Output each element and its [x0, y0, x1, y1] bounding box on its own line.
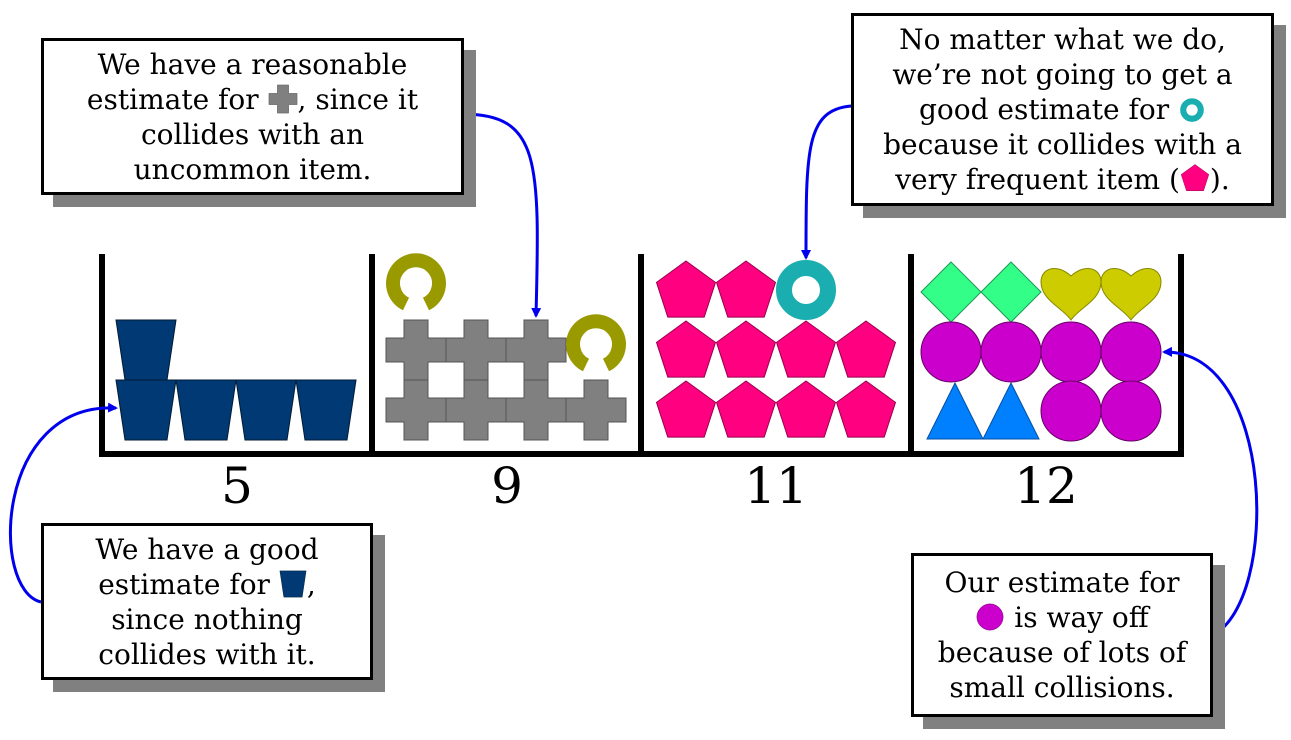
blue-triangle-icon	[926, 382, 984, 440]
pink-pentagon-icon	[836, 320, 896, 378]
callout-box: We have a reasonable estimate for , sinc…	[41, 38, 464, 195]
pink-pentagon-icon	[656, 380, 716, 438]
pink-pentagon-icon	[656, 260, 716, 318]
navy-cup-icon	[115, 379, 177, 441]
gray-cross-icon	[385, 319, 447, 381]
pink-pentagon-icon	[776, 380, 836, 438]
purple-circle-icon	[1040, 380, 1102, 442]
callout-text: good estimate for	[918, 93, 1179, 126]
navy-cup-icon	[235, 379, 297, 441]
arrow-to-navy-cup	[9, 402, 118, 604]
olive-c-icon	[386, 253, 446, 311]
arrow-to-teal-ring	[801, 104, 852, 260]
bucket-count-4: 12	[1014, 457, 1078, 515]
callout-line: very frequent item ().	[883, 162, 1242, 197]
callout-line: We have a good	[95, 532, 319, 566]
pink-pentagon-icon	[716, 380, 776, 438]
navy-cup-icon	[115, 319, 177, 381]
teal-ring-icon	[776, 260, 836, 320]
olive-c-icon	[566, 314, 626, 372]
callout-text: , since it	[297, 82, 419, 116]
callout-text: ).	[1209, 163, 1230, 196]
callout-line: We have a reasonable	[97, 47, 408, 81]
gray-cross-icon	[445, 319, 507, 381]
callout-line: small collisions.	[949, 671, 1175, 704]
callout-bottom-left: We have a good estimate for , since noth…	[41, 523, 385, 692]
callout-line: estimate for ,	[95, 567, 318, 602]
bucket-1-contents	[115, 319, 357, 441]
gray-cross-icon	[505, 379, 567, 441]
gray-cross-icon	[445, 379, 507, 441]
bucket-3-contents	[656, 260, 896, 438]
green-diamond-icon	[920, 261, 982, 323]
callout-line: collides with an	[140, 117, 364, 151]
callout-text: very frequent item (	[895, 163, 1180, 196]
navy-cup-icon	[175, 379, 237, 441]
purple-circle-icon	[1040, 321, 1102, 383]
pink-pentagon-icon	[716, 260, 776, 318]
arrow-to-purple-circle	[1162, 346, 1259, 637]
bucket-counts: 5 9 11 12	[221, 457, 1078, 515]
callout-line: collides with it.	[98, 637, 316, 671]
callout-top-left: We have a reasonable estimate for , sinc…	[41, 38, 476, 207]
purple-circle-icon	[1100, 380, 1162, 442]
purple-circle-icon	[977, 603, 1004, 631]
callout-box: No matter what we do, we’re not going to…	[851, 13, 1274, 206]
arrows	[9, 104, 1259, 637]
bucket-count-3: 11	[744, 457, 808, 515]
callout-line: we’re not going to get a	[892, 58, 1233, 91]
purple-circle-icon	[1100, 321, 1162, 383]
pink-pentagon-icon	[836, 380, 896, 438]
navy-cup-icon	[279, 570, 307, 597]
callout-text: estimate for	[86, 82, 268, 116]
callout-line: good estimate for	[883, 92, 1242, 127]
gray-cross-icon	[505, 319, 567, 381]
green-diamond-icon	[980, 261, 1042, 323]
callout-text: is way off	[1005, 601, 1149, 634]
navy-cup-icon	[295, 379, 357, 441]
bucket-count-1: 5	[221, 457, 253, 515]
callout-line: because of lots of	[937, 636, 1187, 669]
pink-pentagon-icon	[776, 320, 836, 378]
gray-cross-icon	[385, 379, 447, 441]
callout-top-right: No matter what we do, we’re not going to…	[851, 13, 1286, 218]
callout-box: We have a good estimate for , since noth…	[41, 523, 373, 680]
bucket-2-contents	[385, 253, 627, 441]
callout-bottom-right: Our estimate for is way off because of l…	[911, 553, 1225, 729]
yellow-heart-icon	[1100, 267, 1162, 321]
blue-triangle-icon	[982, 382, 1040, 440]
pink-pentagon-icon	[716, 320, 776, 378]
teal-ring-icon	[1180, 98, 1204, 122]
callout-line: because it collides with a	[883, 128, 1242, 161]
callout-line: uncommon item.	[133, 152, 372, 186]
bucket-4-contents	[920, 261, 1162, 442]
callout-text: ,	[306, 567, 316, 601]
callout-line: is way off	[938, 600, 1186, 635]
callout-line: Our estimate for	[944, 566, 1180, 599]
gray-cross-icon	[268, 84, 297, 113]
callout-line: estimate for , since it	[87, 82, 418, 117]
bucket-count-2: 9	[491, 457, 523, 515]
callout-box: Our estimate for is way off because of l…	[911, 553, 1213, 717]
arrow-to-gray-cross	[461, 112, 542, 318]
callout-line: No matter what we do,	[899, 23, 1226, 56]
gray-cross-icon	[565, 379, 627, 441]
callout-line: since nothing	[111, 602, 303, 636]
yellow-heart-icon	[1040, 267, 1102, 321]
pink-pentagon-icon	[656, 320, 716, 378]
callout-text: estimate for	[98, 567, 279, 601]
pink-pentagon-icon	[1180, 164, 1209, 191]
purple-circle-icon	[920, 321, 982, 383]
purple-circle-icon	[980, 321, 1042, 383]
